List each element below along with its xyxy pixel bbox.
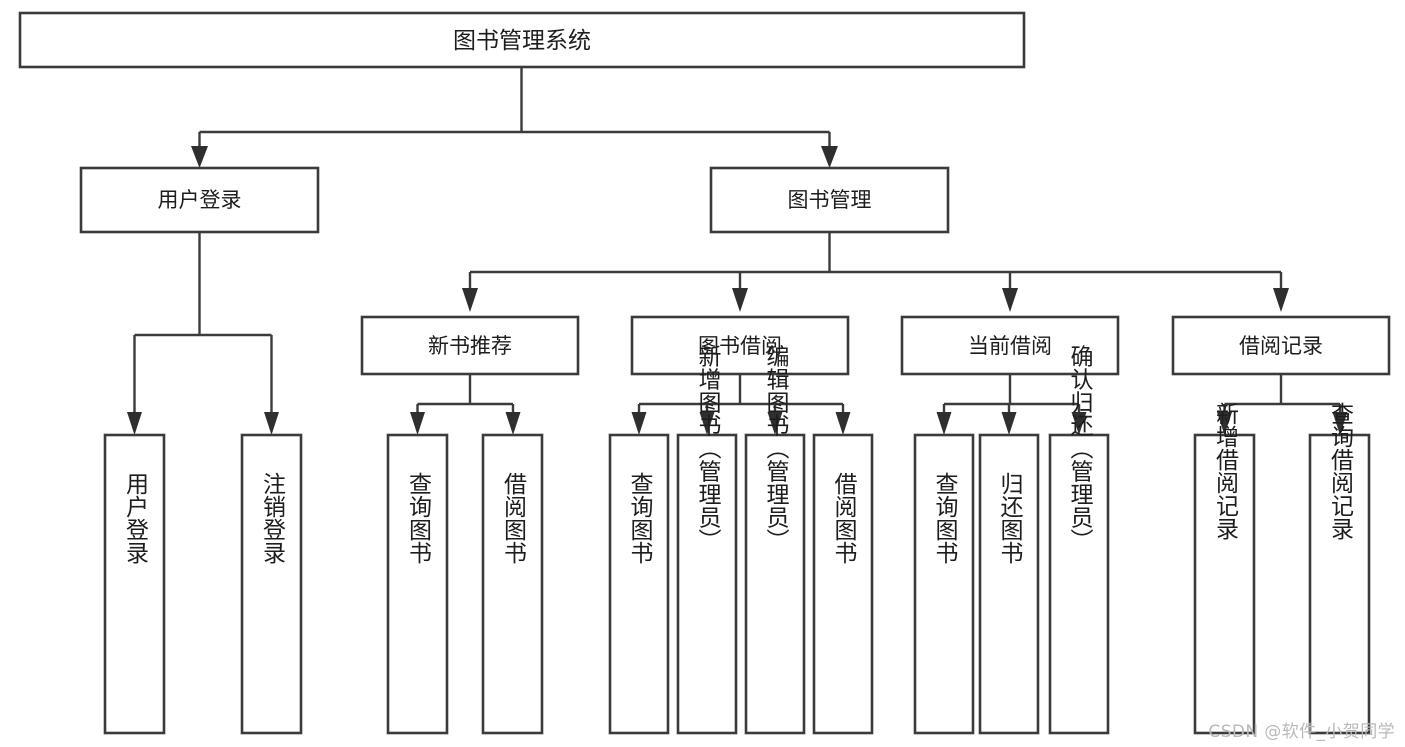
arrowhead-leaf-add-book <box>699 412 715 435</box>
leaf-query-book-3[interactable]: 查询图书 <box>913 433 975 735</box>
leaf-query-record[interactable]: 查询借阅记录 <box>1308 402 1371 735</box>
node-user-login-box[interactable] <box>79 166 320 234</box>
arrowhead-leaf-confirm-return <box>1071 412 1087 435</box>
arrowhead-book-borrow <box>732 288 748 312</box>
leaf-borrow-book-2-box[interactable] <box>812 433 874 735</box>
connector-layer <box>127 67 1348 435</box>
arrowhead-leaf-borrow-book-1 <box>505 412 521 435</box>
arrowhead-leaf-query-record <box>1332 412 1348 435</box>
node-root-box[interactable] <box>18 11 1026 69</box>
node-user-login-label: 用户登录 <box>158 188 242 212</box>
node-book-management-box[interactable] <box>709 166 950 234</box>
arrowhead-book-management <box>821 146 838 168</box>
leaf-user-login-label: 用户登录 <box>122 472 150 564</box>
leaf-query-book-3-box[interactable] <box>913 433 975 735</box>
leaf-edit-book[interactable]: 编辑图书（管理员） <box>744 345 806 735</box>
leaf-user-logout[interactable]: 注销登录 <box>240 433 303 735</box>
leaf-query-book-2-label: 查询图书 <box>626 472 654 564</box>
leaf-user-login[interactable]: 用户登录 <box>103 433 166 735</box>
leaf-return-book[interactable]: 归还图书 <box>978 433 1040 735</box>
leaf-add-book[interactable]: 新增图书（管理员） <box>676 345 738 735</box>
arrowhead-leaf-borrow-book-2 <box>835 412 851 435</box>
arrowhead-user-login <box>191 146 208 168</box>
node-user-login[interactable]: 用户登录 <box>79 166 320 234</box>
node-current-borrow-box[interactable] <box>900 315 1120 376</box>
node-new-book-recommend-label: 新书推荐 <box>428 334 512 358</box>
leaf-query-book-1-label: 查询图书 <box>405 472 433 564</box>
arrowhead-new-book-recommend <box>462 288 478 312</box>
leaf-query-record-label: 查询借阅记录 <box>1327 402 1355 540</box>
leaf-add-record-box[interactable] <box>1193 433 1256 735</box>
arrowhead-current-borrow <box>1002 288 1018 312</box>
leaf-edit-book-label: 编辑图书（管理员） <box>762 345 790 552</box>
node-book-borrow-box[interactable] <box>630 315 850 376</box>
arrowhead-leaf-return-book <box>1001 412 1017 435</box>
arrowhead-leaf-query-book-1 <box>410 412 425 435</box>
node-current-borrow[interactable]: 当前借阅 <box>900 315 1120 376</box>
arrowhead-leaf-user-login <box>127 412 142 435</box>
arrowhead-leaf-query-book-2 <box>631 412 647 435</box>
leaf-query-book-3-label: 查询图书 <box>931 472 959 564</box>
leaf-user-logout-box[interactable] <box>240 433 303 735</box>
leaf-edit-book-box[interactable] <box>744 433 806 735</box>
node-new-book-recommend[interactable]: 新书推荐 <box>360 315 580 376</box>
leaf-return-book-box[interactable] <box>978 433 1040 735</box>
node-root-label: 图书管理系统 <box>453 28 591 54</box>
leaf-add-record-label: 新增借阅记录 <box>1212 402 1240 540</box>
node-book-borrow-label: 图书借阅 <box>698 334 782 358</box>
leaf-query-book-1[interactable]: 查询图书 <box>386 433 449 735</box>
node-borrow-record[interactable]: 借阅记录 <box>1171 315 1391 376</box>
leaf-borrow-book-1-box[interactable] <box>481 433 544 735</box>
node-book-management[interactable]: 图书管理 <box>709 166 950 234</box>
leaf-borrow-book-2[interactable]: 借阅图书 <box>812 433 874 735</box>
node-book-borrow[interactable]: 图书借阅 <box>630 315 850 376</box>
leaf-return-book-label: 归还图书 <box>996 472 1024 564</box>
leaf-user-logout-label: 注销登录 <box>259 472 287 564</box>
arrowhead-leaf-add-record <box>1217 412 1232 435</box>
leaf-query-book-2-box[interactable] <box>608 433 670 735</box>
leaf-confirm-return-label: 确认归还（管理员） <box>1066 345 1094 552</box>
node-root[interactable]: 图书管理系统 <box>18 11 1026 69</box>
leaf-add-book-box[interactable] <box>676 433 738 735</box>
node-current-borrow-label: 当前借阅 <box>968 334 1052 358</box>
leaf-add-book-label: 新增图书（管理员） <box>694 345 722 552</box>
leaf-confirm-return[interactable]: 确认归还（管理员） <box>1048 345 1110 735</box>
leaf-borrow-book-1-label: 借阅图书 <box>500 472 528 564</box>
node-borrow-record-box[interactable] <box>1171 315 1391 376</box>
leaf-query-book-2[interactable]: 查询图书 <box>608 433 670 735</box>
node-book-management-label: 图书管理 <box>788 188 872 212</box>
arrowhead-leaf-edit-book <box>767 412 783 435</box>
leaf-query-book-1-box[interactable] <box>386 433 449 735</box>
arrowhead-borrow-record <box>1273 288 1289 312</box>
leaf-user-login-box[interactable] <box>103 433 166 735</box>
node-new-book-recommend-box[interactable] <box>360 315 580 376</box>
leaf-confirm-return-box[interactable] <box>1048 433 1110 735</box>
leaf-borrow-book-2-label: 借阅图书 <box>830 472 858 564</box>
arrowhead-leaf-user-logout <box>264 412 279 435</box>
node-borrow-record-label: 借阅记录 <box>1239 334 1323 358</box>
arrowhead-leaf-query-book-3 <box>936 412 952 435</box>
leaf-borrow-book-1[interactable]: 借阅图书 <box>481 433 544 735</box>
leaf-add-record[interactable]: 新增借阅记录 <box>1193 402 1256 735</box>
leaf-query-record-box[interactable] <box>1308 433 1371 735</box>
